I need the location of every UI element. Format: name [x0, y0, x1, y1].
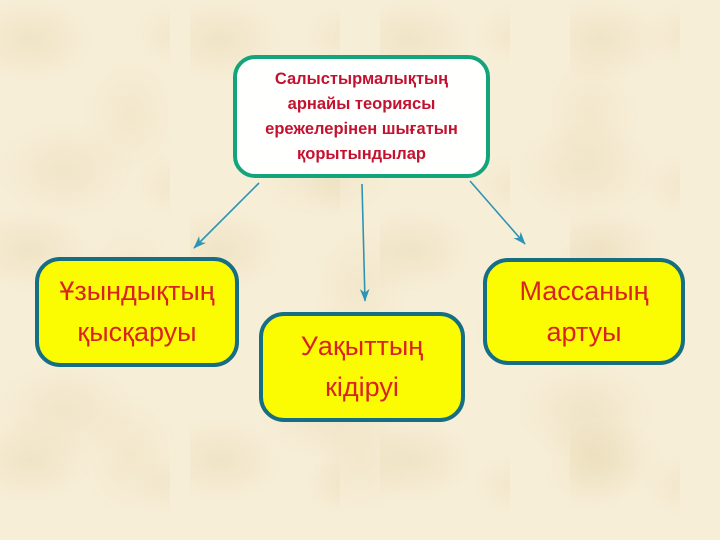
- child-box-time-dilation: Уақыттың кідіруі: [259, 312, 465, 422]
- child-box-label-line: Ұзындықтың: [59, 276, 215, 306]
- root-box-relativity-conclusions: Салыстырмалықтың арнайы теориясы ережеле…: [233, 55, 490, 178]
- connector-root-to-mass: [469, 180, 526, 245]
- root-box-label-line: қорытындылар: [297, 144, 426, 163]
- child-box-label-line: қысқаруы: [77, 317, 197, 347]
- child-box-label-line: Уақыттың: [300, 331, 424, 361]
- root-box-label-line: ережелерінен шығатын: [265, 119, 458, 138]
- child-box-label-line: артуы: [546, 316, 622, 347]
- child-box-label-line: Массаның: [519, 275, 649, 306]
- connector-root-to-time: [359, 183, 370, 302]
- child-box-mass-increase: Массаның артуы: [483, 258, 685, 365]
- root-box-label-line: арнайы теориясы: [287, 94, 436, 113]
- child-box-label-line: кідіруі: [325, 372, 399, 402]
- child-box-length-contraction: Ұзындықтың қысқаруы: [35, 257, 239, 367]
- root-box-label-line: Салыстырмалықтың: [274, 69, 449, 88]
- connector-root-to-length: [193, 182, 260, 249]
